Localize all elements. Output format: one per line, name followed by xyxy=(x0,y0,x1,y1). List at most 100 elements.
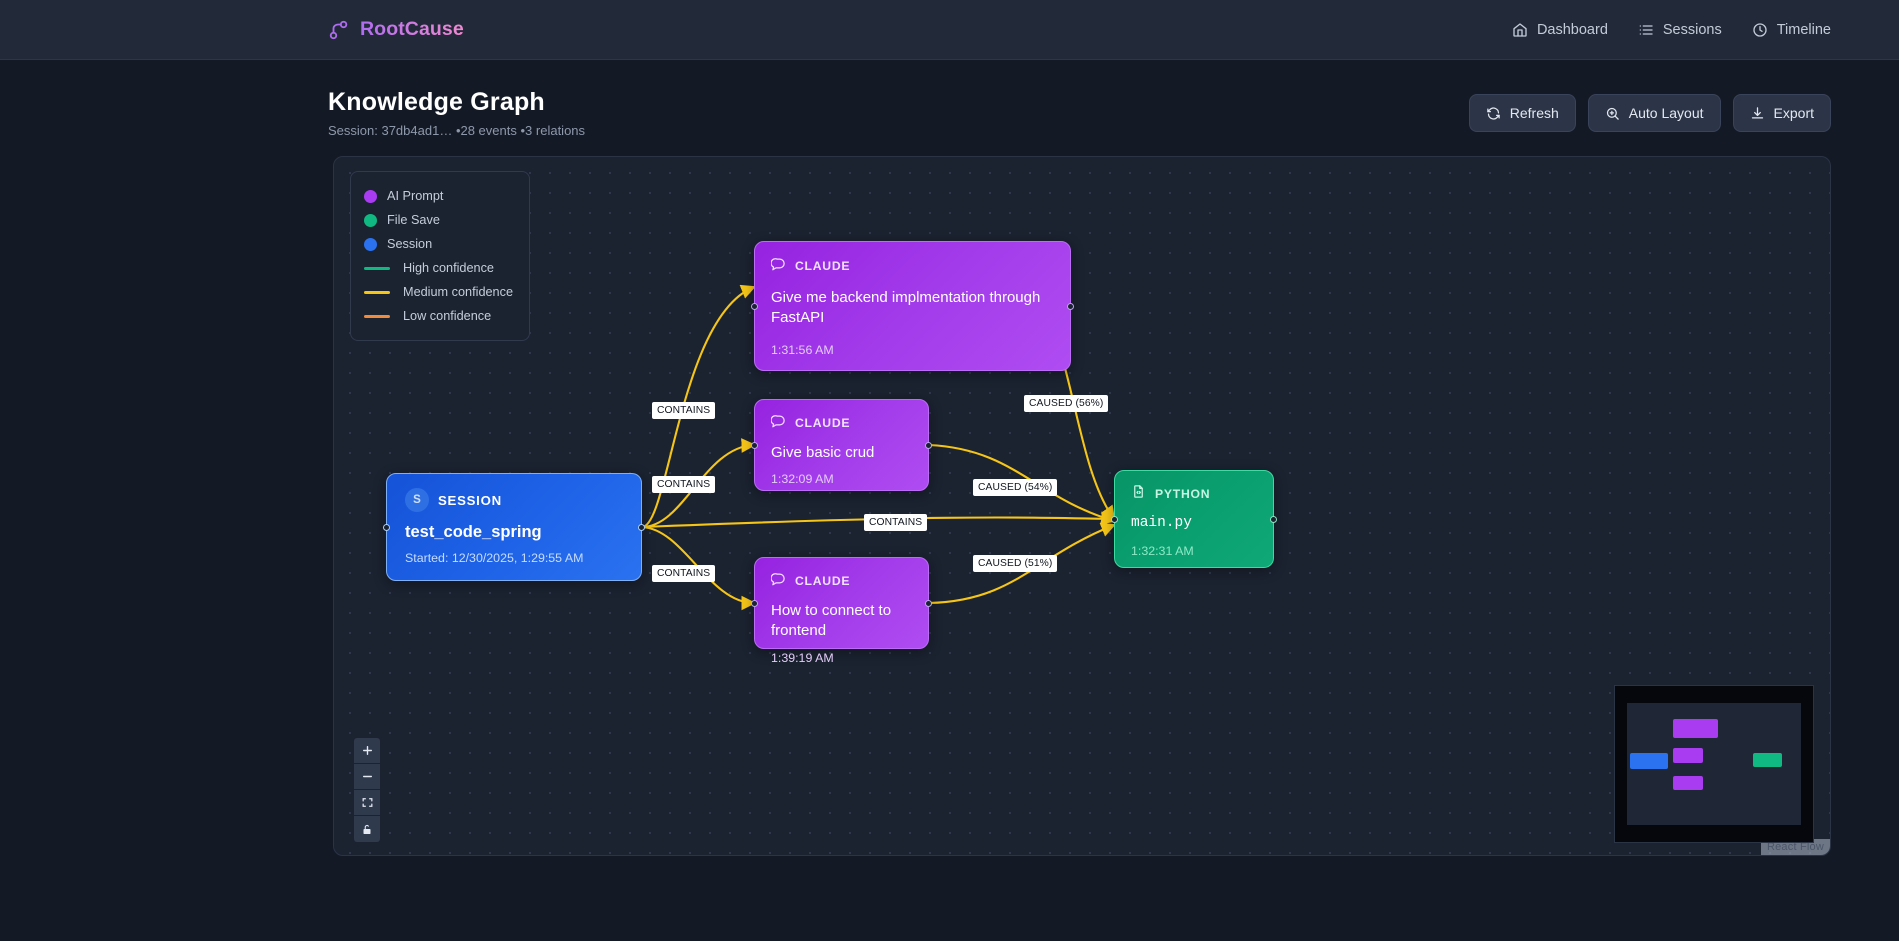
message-icon xyxy=(770,256,786,276)
legend-item-label: High confidence xyxy=(403,261,494,275)
legend-item-label: Low confidence xyxy=(403,309,492,323)
edge-caused-3 xyxy=(928,522,1116,605)
refresh-label: Refresh xyxy=(1509,105,1559,121)
node-port-right[interactable] xyxy=(1067,302,1074,310)
git-branch-icon xyxy=(328,19,350,41)
node-port-right[interactable] xyxy=(925,599,932,607)
list-icon xyxy=(1638,22,1654,38)
main-nav: Dashboard Sessions Timeline xyxy=(1512,22,1831,38)
node-port-right[interactable] xyxy=(638,523,645,531)
legend-line-icon xyxy=(364,266,390,270)
graph-canvas[interactable]: AI Prompt File Save Session High confide… xyxy=(333,156,1831,856)
minimap-node xyxy=(1673,776,1703,790)
export-label: Export xyxy=(1773,105,1814,121)
subtitle-events: •28 events xyxy=(455,123,517,138)
node-port-right[interactable] xyxy=(1270,515,1277,523)
auto-layout-label: Auto Layout xyxy=(1628,105,1704,121)
graph-node-file-mainpy[interactable]: PYTHON main.py 1:32:31 AM xyxy=(1111,470,1277,568)
page-header-text: Knowledge Graph Session: 37db4ad1… •28 e… xyxy=(328,88,585,138)
minimap-viewport xyxy=(1627,703,1801,825)
lock-icon xyxy=(361,823,373,836)
node-header: S SESSION xyxy=(405,488,623,512)
node-type-label: CLAUDE xyxy=(795,416,851,430)
clock-icon xyxy=(1752,22,1768,38)
edge-contains-3 xyxy=(641,511,1117,529)
minimap-node xyxy=(1753,753,1782,767)
zoom-out-button[interactable] xyxy=(354,764,380,790)
legend-item-label: Session xyxy=(387,237,433,251)
session-badge: S xyxy=(405,488,429,512)
edge-label-contains-1[interactable]: CONTAINS xyxy=(652,402,716,419)
node-port-left[interactable] xyxy=(1111,515,1118,523)
legend-item-label: AI Prompt xyxy=(387,189,444,203)
brand[interactable]: RootCause xyxy=(328,18,464,41)
node-title: main.py xyxy=(1131,515,1192,531)
node-type-label: CLAUDE xyxy=(795,259,851,273)
node-port-right[interactable] xyxy=(925,441,932,449)
minimap[interactable] xyxy=(1614,685,1814,843)
node-port-left[interactable] xyxy=(751,599,758,607)
node-timestamp: 1:32:31 AM xyxy=(1131,543,1194,558)
legend-swatch-icon xyxy=(364,213,377,227)
node-title: test_code_spring xyxy=(405,523,542,541)
toggle-interactivity-button[interactable] xyxy=(354,816,380,842)
edge-label-contains-3[interactable]: CONTAINS xyxy=(864,514,928,531)
legend-panel: AI Prompt File Save Session High confide… xyxy=(350,171,531,341)
legend-item-session: Session xyxy=(364,232,513,256)
legend-item-file-save: File Save xyxy=(364,208,513,232)
react-flow-attribution[interactable]: React Flow xyxy=(1760,839,1830,855)
page-header: Knowledge Graph Session: 37db4ad1… •28 e… xyxy=(0,60,1899,138)
edge-label-caused-2[interactable]: CAUSED (54%) xyxy=(973,479,1058,496)
message-icon xyxy=(770,571,786,591)
node-title: How to connect to frontend xyxy=(771,602,892,640)
node-port-left[interactable] xyxy=(751,441,758,449)
node-type-label: PYTHON xyxy=(1155,487,1211,501)
brand-name: RootCause xyxy=(360,18,464,40)
minimap-node xyxy=(1673,748,1703,763)
refresh-button[interactable]: Refresh xyxy=(1468,94,1576,132)
message-icon xyxy=(770,413,786,433)
nav-item-dashboard[interactable]: Dashboard xyxy=(1512,22,1608,38)
refresh-icon xyxy=(1486,106,1501,121)
node-port-left[interactable] xyxy=(751,302,758,310)
zoom-in-button[interactable] xyxy=(354,738,380,764)
edge-caused-2 xyxy=(928,443,1117,525)
minimap-node xyxy=(1630,753,1668,769)
legend-line-icon xyxy=(364,314,390,318)
zoom-in-icon xyxy=(1605,106,1620,121)
download-icon xyxy=(1750,106,1765,121)
legend-line-icon xyxy=(364,290,390,294)
nav-item-label: Timeline xyxy=(1776,21,1831,38)
edge-label-caused-3[interactable]: CAUSED (51%) xyxy=(973,555,1058,572)
page-subtitle: Session: 37db4ad1… •28 events •3 relatio… xyxy=(328,123,585,138)
node-title: Give basic crud xyxy=(771,444,875,461)
legend-item-label: Medium confidence xyxy=(403,285,514,299)
legend-item-low-confidence: Low confidence xyxy=(364,304,513,328)
graph-node-prompt-crud[interactable]: CLAUDE Give basic crud 1:32:09 AM xyxy=(751,399,932,491)
export-button[interactable]: Export xyxy=(1732,94,1831,132)
node-header: CLAUDE xyxy=(770,256,1054,276)
nav-item-label: Sessions xyxy=(1662,21,1722,38)
page-title: Knowledge Graph xyxy=(328,88,545,116)
edge-label-caused-1[interactable]: CAUSED (56%) xyxy=(1024,395,1109,412)
node-timestamp: 1:31:56 AM xyxy=(771,342,834,357)
node-type-label: SESSION xyxy=(438,492,502,508)
edge-label-contains-4[interactable]: CONTAINS xyxy=(652,565,716,582)
fit-view-button[interactable] xyxy=(354,790,380,816)
node-port-left[interactable] xyxy=(383,523,390,531)
node-timestamp: 1:39:19 AM xyxy=(771,650,834,665)
header-actions: Refresh Auto Layout Export xyxy=(1468,88,1831,132)
edge-label-contains-2[interactable]: CONTAINS xyxy=(652,476,716,493)
subtitle-session: Session: 37db4ad1… xyxy=(328,123,453,138)
fit-screen-icon xyxy=(361,796,374,809)
node-type-label: CLAUDE xyxy=(795,574,851,588)
nav-item-sessions[interactable]: Sessions xyxy=(1638,22,1722,38)
graph-node-prompt-fastapi[interactable]: CLAUDE Give me backend implmentation thr… xyxy=(751,241,1074,371)
home-icon xyxy=(1512,22,1528,38)
nav-item-timeline[interactable]: Timeline xyxy=(1752,22,1831,38)
auto-layout-button[interactable]: Auto Layout xyxy=(1587,94,1721,132)
node-title: Give me backend implmentation through Fa… xyxy=(771,289,1041,327)
graph-node-prompt-frontend[interactable]: CLAUDE How to connect to frontend 1:39:1… xyxy=(751,557,932,665)
graph-node-session[interactable]: S SESSION test_code_spring Started: 12/3… xyxy=(383,473,645,581)
legend-item-high-confidence: High confidence xyxy=(364,256,513,280)
